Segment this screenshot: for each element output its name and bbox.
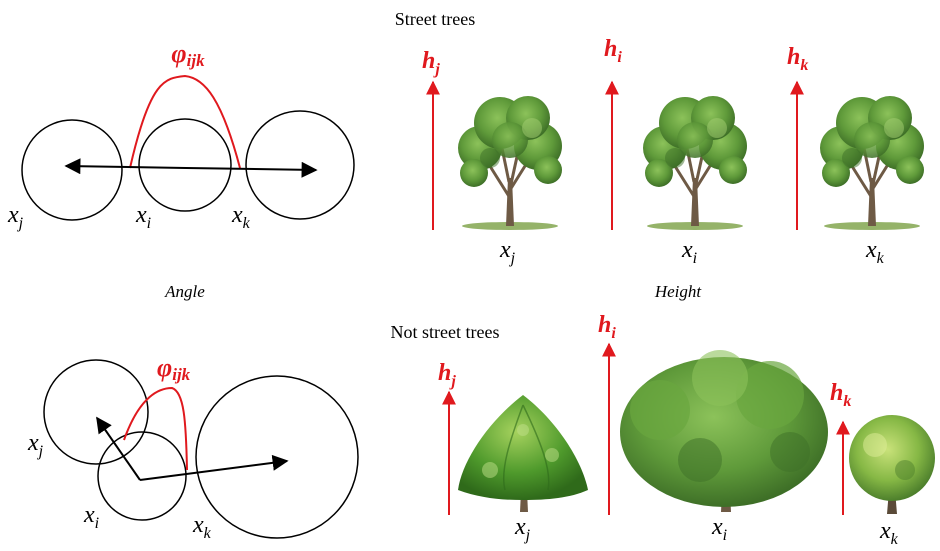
top-node-i: xi (135, 202, 151, 232)
bottom-tree-label-k: xk (879, 518, 899, 548)
top-title: Street trees (395, 9, 475, 29)
top-tree-label-k: xk (865, 237, 885, 267)
bottom-phi-curve (123, 386, 188, 471)
top-phi-label: φijk (171, 39, 205, 70)
top-tree-label-j: xj (499, 237, 516, 267)
tree-conical-j (458, 395, 588, 512)
bottom-title: Not street trees (391, 322, 500, 342)
bottom-tree-label-j: xj (514, 514, 531, 544)
angle-caption: Angle (164, 282, 205, 301)
top-arrow-to-j (64, 158, 187, 175)
top-arrow-to-k (185, 161, 318, 178)
bottom-node-k: xk (192, 512, 212, 542)
height-caption: Height (654, 282, 703, 301)
top-height-label-k: hk (787, 44, 808, 74)
top-height-label-i: hi (604, 36, 622, 66)
top-circle-j (21, 119, 123, 221)
bottom-height-label-j: hj (438, 360, 456, 390)
bottom-height-label-k: hk (830, 380, 851, 410)
bottom-node-j: xj (27, 430, 44, 460)
top-node-j: xj (7, 202, 24, 232)
bottom-circle-i (97, 431, 187, 521)
bottom-arrow-to-j (96, 416, 141, 481)
top-height-label-j: hj (422, 48, 440, 78)
top-circle-k (245, 110, 355, 220)
top-circle-i (138, 118, 232, 212)
top-node-k: xk (231, 202, 251, 232)
bottom-height-label-i: hi (598, 312, 616, 342)
tree-broad-i (620, 350, 828, 512)
bottom-phi-label: φijk (157, 353, 191, 384)
top-tree-label-i: xi (681, 237, 697, 267)
street-tree-k (818, 94, 926, 232)
street-tree-i (641, 94, 749, 232)
tree-small-k (849, 415, 935, 514)
top-phi-curve (129, 74, 241, 169)
bottom-node-i: xi (83, 502, 99, 532)
bottom-arrow-to-k (139, 454, 289, 481)
bottom-tree-label-i: xi (711, 514, 727, 544)
bottom-circle-k (195, 375, 359, 539)
street-tree-j (456, 94, 564, 232)
bottom-circle-j (43, 359, 149, 465)
